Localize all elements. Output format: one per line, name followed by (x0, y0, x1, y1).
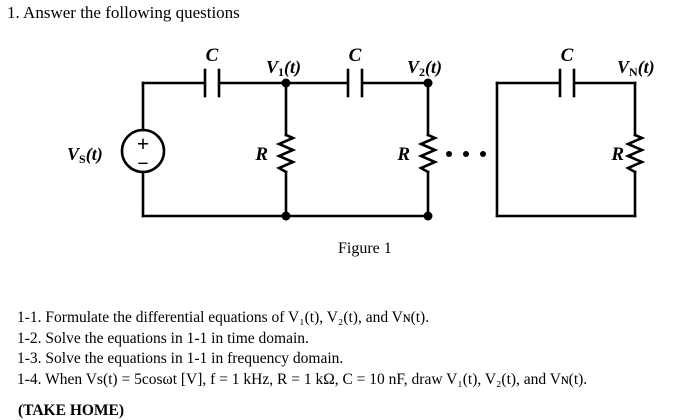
figure-caption: Figure 1 (338, 240, 392, 257)
ellipsis-dot-3 (480, 151, 486, 157)
source-plus: + (137, 131, 150, 156)
resistor-n (624, 133, 646, 174)
vn-label: VN(t) (617, 57, 655, 79)
res-label-2: R (396, 144, 410, 165)
source-minus: − (137, 153, 148, 175)
resistor-1 (275, 133, 297, 174)
vs-label: VS(t) (67, 144, 103, 166)
res-label-1: R (254, 144, 268, 165)
question-1-4: 1-4. When Vs(t) = 5cosωt [V], f = 1 kHz,… (17, 371, 588, 388)
take-home-note: (TAKE HOME) (18, 402, 125, 419)
v1-label: V1(t) (266, 57, 301, 79)
question-1-3: 1-3. Solve the equations in 1-1 in frequ… (17, 350, 344, 367)
resistor-2 (417, 133, 439, 174)
node-v2-top (423, 78, 433, 88)
voltage-source-symbol (120, 128, 166, 174)
question-1-1: 1-1. Formulate the differential equation… (17, 309, 430, 326)
v2-label: V2(t) (407, 57, 442, 79)
cap-label-1: C (206, 45, 219, 66)
cap-label-n: C (561, 45, 574, 66)
node-v1-bottom (281, 211, 291, 221)
res-label-n: R (610, 144, 624, 165)
node-v1-top (281, 78, 291, 88)
question-1-2: 1-2. Solve the equations in 1-1 in time … (17, 330, 309, 347)
circuit-figure: + − C C C R R R VS(t) V1(t) V2(t) VN(t) (67, 45, 655, 221)
ellipsis-dot-1 (446, 151, 452, 157)
node-v2-bottom (423, 211, 433, 221)
problem-heading: 1. Answer the following questions (7, 3, 240, 22)
cap-label-2: C (349, 45, 362, 66)
ellipsis-dot-2 (463, 151, 469, 157)
